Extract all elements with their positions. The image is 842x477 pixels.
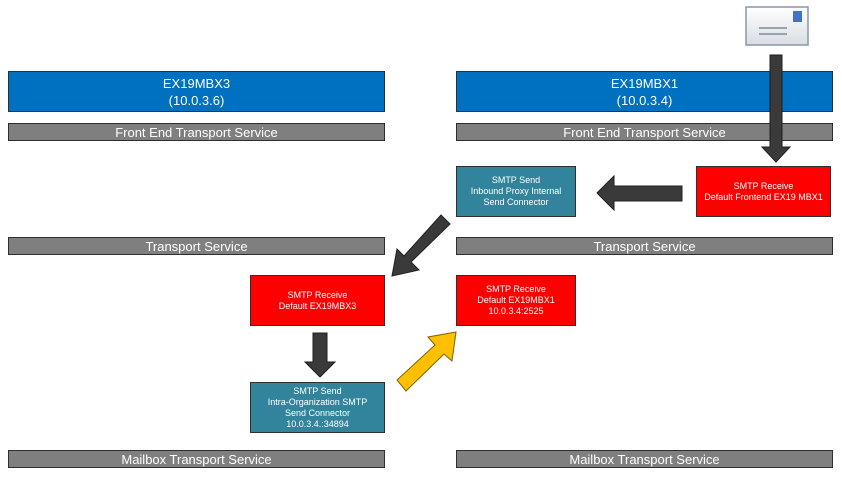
node-line: SMTP Send — [491, 175, 541, 185]
frontend-transport-service-bar-left: Front End Transport Service — [8, 123, 385, 141]
smtp-send-intra-organization-node: SMTP Send Intra-Organization SMTP Send C… — [250, 382, 385, 433]
node-line: SMTP Receive — [287, 289, 348, 300]
node-line: Intra-Organization SMTP — [267, 396, 368, 407]
mail-envelope-icon — [745, 6, 809, 46]
node-line: Inbound Proxy Internal — [470, 186, 562, 196]
arrow-frontend-receive-to-proxy-send — [596, 174, 683, 212]
node-line: Default EX19MBX1 — [477, 295, 555, 305]
arrow-envelope-to-frontend-receive — [760, 54, 792, 163]
smtp-receive-default-ex19mbx1-node: SMTP Receive Default EX19MBX1 10.0.3.4:2… — [456, 275, 576, 326]
node-line: Send Connector — [483, 197, 549, 207]
server-ip: (10.0.3.6) — [168, 92, 225, 108]
node-line: 10.0.3.4.:34894 — [286, 418, 349, 429]
server-ex19mbx3: EX19MBX3 (10.0.3.6) — [8, 71, 385, 112]
frontend-transport-service-bar-right: Front End Transport Service — [456, 123, 833, 141]
arrow-intraorg-send-to-mbx1-receive — [396, 331, 457, 392]
node-line: SMTP Receive — [733, 180, 794, 191]
server-ip: (10.0.3.4) — [616, 92, 673, 108]
node-line: Send Connector — [284, 407, 351, 418]
node-line: SMTP Receive — [486, 284, 546, 294]
mailbox-transport-service-bar-left: Mailbox Transport Service — [8, 450, 385, 468]
node-line: Default Frontend EX19 MBX1 — [704, 191, 823, 202]
smtp-receive-default-ex19mbx3-node: SMTP Receive Default EX19MBX3 — [250, 275, 385, 326]
node-line: Default EX19MBX3 — [278, 300, 357, 311]
arrow-mbx3-receive-to-intraorg-send — [303, 332, 337, 378]
smtp-receive-default-frontend-node: SMTP Receive Default Frontend EX19 MBX1 — [696, 166, 831, 217]
arrow-proxy-send-to-mbx3-receive — [391, 214, 451, 277]
server-name: EX19MBX1 — [610, 75, 679, 91]
transport-service-bar-right: Transport Service — [456, 237, 833, 255]
mailbox-transport-service-bar-right: Mailbox Transport Service — [456, 450, 833, 468]
transport-service-bar-left: Transport Service — [8, 237, 385, 255]
node-line: SMTP Send — [293, 385, 342, 396]
node-line: 10.0.3.4:2525 — [488, 306, 544, 316]
server-name: EX19MBX3 — [162, 75, 231, 91]
smtp-send-inbound-proxy-node: SMTP Send Inbound Proxy Internal Send Co… — [456, 166, 576, 217]
